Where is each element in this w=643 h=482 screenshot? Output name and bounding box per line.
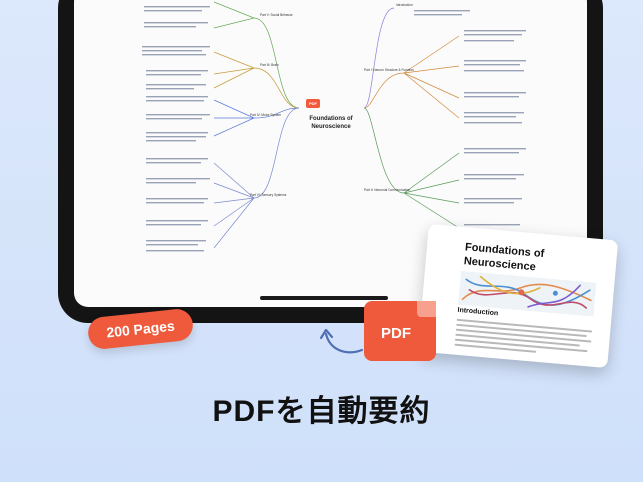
mindmap-diagram: Part V: Social Behavior Part III: Brain … [142,1,526,252]
branch-part2: Part II: Neuronal Communication [364,188,410,192]
center-pdf-icon: PDF [306,99,320,108]
branch-part4: Part IV: Motor System [250,113,281,117]
document-preview-card: Foundations of Neuroscience Introduction [417,223,619,369]
branch-part3: Part III: Brain [260,63,279,67]
document-body-text [454,318,593,361]
pdf-file-label: PDF [381,325,411,342]
branch-part5: Part V: Social Behavior [260,13,294,17]
branch-introduction: Introduction [396,3,413,7]
tablet-device: Part V: Social Behavior Part III: Brain … [58,0,603,323]
mindmap-center-node[interactable]: Foundations of Neuroscience [309,116,353,130]
home-indicator[interactable] [260,296,388,300]
document-section-heading: Introduction [457,306,499,318]
branch-part1: Part I: Neuron Structure & Function [364,68,414,72]
curved-arrow-icon [319,328,364,354]
pdf-file-icon: PDF [364,301,436,361]
branch-part6: Part VI: Sensory Systems [250,193,287,197]
headline: PDFを自動要約 [212,395,431,428]
neuron-illustration [458,270,597,317]
